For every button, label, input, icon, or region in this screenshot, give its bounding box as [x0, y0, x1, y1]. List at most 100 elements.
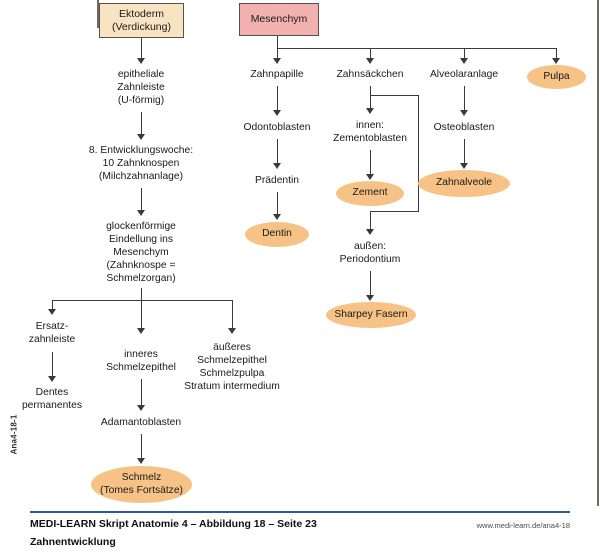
node-alveolaranlage-line1: Alveolaranlage: [429, 69, 499, 80]
node-pulpa: Pulpa: [527, 65, 586, 89]
frame-border-left: [97, 0, 99, 28]
node-ersatzzahnleiste: Ersatz- zahnleiste: [12, 320, 92, 346]
node-woche8-line3: (Milchzahnanlage): [98, 171, 184, 182]
node-schmelz: Schmelz (Tomes Fortsätze): [91, 466, 192, 503]
connector-innen-to-zement: [370, 150, 372, 178]
node-aeusseres-line2: Schmelzepithel: [197, 355, 267, 366]
node-osteoblasten-line1: Osteoblasten: [433, 122, 495, 133]
connector-glocke-bus: [52, 300, 233, 302]
node-ektoderm-line1: Ektoderm: [119, 7, 164, 20]
footer-url[interactable]: www.medi-learn.de/ana4-18: [476, 521, 570, 530]
connector-inneres-to-adamanto: [141, 379, 143, 409]
node-zement-line1: Zement: [352, 187, 388, 199]
node-zahnsaeckchen-line1: Zahnsäckchen: [336, 69, 404, 80]
node-sharpey-line1: Sharpey Fasern: [334, 308, 408, 320]
connector-mesenchym-stem: [277, 36, 279, 49]
node-schmelz-line2: (Tomes Fortsätze): [100, 484, 183, 496]
connector-glocke-stem: [141, 288, 143, 301]
connector-zahnsaeckchen-to-innen: [370, 95, 372, 113]
node-schmelz-line1: Schmelz: [121, 472, 162, 483]
arrowhead-dentes-permanentes: [48, 376, 57, 382]
footer-divider: [30, 511, 570, 513]
connector-glocke-to-ersatz: [52, 300, 54, 312]
connector-woche8-to-glocke: [141, 188, 143, 214]
node-osteoblasten: Osteoblasten: [409, 121, 519, 134]
node-aussen-line2: Periodontium: [339, 254, 401, 265]
node-dentes-permanentes: Dentes permanentes: [7, 386, 97, 412]
node-woche8-line2: 10 Zahnknospen: [102, 158, 180, 169]
connector-praedentin-to-dentin: [277, 192, 279, 218]
connector-bus-to-zahnpapille: [277, 48, 279, 61]
node-ektoderm: Ektoderm (Verdickung): [99, 3, 184, 38]
node-glocke-line4: (Zahnknospe =: [106, 260, 176, 271]
arrowhead-woche8: [137, 134, 146, 140]
node-glocke-line1: glockenförmige: [106, 221, 176, 232]
connector-epitheliale-to-woche8: [141, 112, 143, 138]
connector-ersatz-to-dentes: [52, 352, 54, 380]
footer-subtitle: Zahnentwicklung: [30, 536, 116, 548]
arrowhead-aeusseres-schmelzepithel: [228, 328, 237, 334]
arrowhead-zahnsaeckchen: [366, 58, 375, 64]
node-aeusseres-line1: äußeres: [213, 342, 251, 353]
node-epitheliale-zahnleiste: epitheliale Zahnleiste (U-förmig): [91, 68, 191, 107]
node-aussen-line1: außen:: [353, 241, 387, 252]
node-zahnalveole: Zahnalveole: [418, 170, 510, 197]
arrowhead-dentin: [273, 214, 282, 220]
node-ersatz-line2: zahnleiste: [28, 334, 76, 345]
node-glocke-line3: Mesenchym: [113, 247, 169, 258]
node-pulpa-line1: Pulpa: [543, 70, 570, 82]
connector-zahnsaeckchen-stem: [370, 86, 372, 96]
arrowhead-zahnalveole: [460, 163, 469, 169]
connector-glocke-to-aeusseres: [232, 300, 234, 331]
connector-zahnsaeckchen-bracket-bottom: [370, 211, 419, 213]
connector-alveolaranlage-to-osteoblasten: [464, 86, 466, 114]
connector-bus-to-pulpa: [556, 48, 558, 61]
connector-odontoblasten-to-praedentin: [277, 139, 279, 167]
arrowhead-praedentin: [273, 163, 282, 169]
arrowhead-inneres-schmelzepithel: [137, 328, 146, 334]
node-dentes-line1: Dentes: [35, 387, 69, 398]
connector-zahnpapille-to-odontoblasten: [277, 86, 279, 114]
node-inneres-schmelzepithel: inneres Schmelzepithel: [91, 348, 191, 374]
node-woche8-line1: 8. Entwicklungswoche:: [88, 145, 194, 156]
node-zahnpapille: Zahnpapille: [227, 68, 327, 81]
arrowhead-ersatzzahnleiste: [48, 309, 57, 315]
node-glocke-line2: Eindellung ins: [108, 234, 174, 245]
node-mesenchym: Mesenchym: [239, 3, 319, 36]
node-aeusseres-line4: Stratum intermedium: [184, 381, 280, 392]
node-entwicklungswoche: 8. Entwicklungswoche: 10 Zahnknospen (Mi…: [76, 144, 206, 183]
connector-zahnsaeckchen-bracket-right: [418, 95, 420, 212]
node-epitheliale-line1: epitheliale: [117, 69, 165, 80]
node-zahnsaeckchen: Zahnsäckchen: [320, 68, 420, 81]
connector-mesenchym-bus: [277, 48, 556, 50]
arrowhead-schmelz: [137, 458, 146, 464]
arrowhead-zahnpapille: [273, 58, 282, 64]
node-dentes-line2: permanentes: [21, 400, 83, 411]
node-dentin-line1: Dentin: [262, 228, 292, 240]
arrowhead-adamantoblasten: [137, 405, 146, 411]
node-aeusseres-line3: Schmelzpulpa: [199, 368, 265, 379]
node-epitheliale-line3: (U-förmig): [117, 95, 165, 106]
node-innen-line1: innen:: [355, 120, 385, 131]
node-odontoblasten-line1: Odontoblasten: [243, 122, 311, 133]
node-epitheliale-line2: Zahnleiste: [117, 82, 165, 93]
connector-bus-to-alveolaranlage: [464, 48, 466, 61]
connector-aussen-to-sharpey: [370, 271, 372, 299]
arrowhead-glocke: [137, 210, 146, 216]
node-glocke-line5: Schmelzorgan): [106, 273, 176, 284]
node-innen-line2: Zementoblasten: [333, 133, 407, 144]
node-ektoderm-line2: (Verdickung): [112, 20, 171, 33]
node-mesenchym-line1: Mesenchym: [250, 13, 308, 25]
node-praedentin-line1: Prädentin: [254, 175, 300, 186]
arrowhead-alveolaranlage: [460, 58, 469, 64]
arrowhead-osteoblasten: [460, 110, 469, 116]
arrowhead-odontoblasten: [273, 110, 282, 116]
connector-bus-to-zahnsaeckchen: [370, 48, 372, 61]
node-dentin: Dentin: [245, 222, 309, 247]
node-adamanto-line1: Adamantoblasten: [100, 417, 182, 428]
connector-ektoderm-to-epitheliale: [141, 38, 143, 62]
connector-bracket-to-aussen: [370, 211, 372, 233]
node-odontoblasten: Odontoblasten: [222, 121, 332, 134]
frame-border-right: [597, 0, 599, 506]
